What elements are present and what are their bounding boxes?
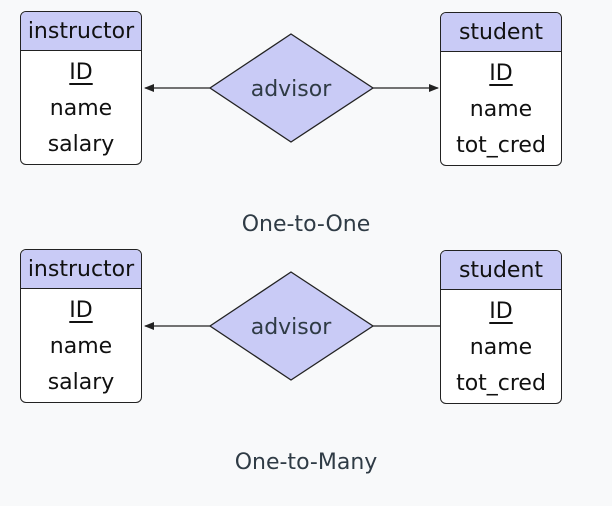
attribute: salary bbox=[47, 132, 115, 157]
entity-instructor-1: instructor ID name salary bbox=[20, 11, 142, 165]
attribute: tot_cred bbox=[456, 133, 546, 158]
attribute: name bbox=[49, 96, 113, 121]
entity-instructor-2: instructor ID name salary bbox=[20, 249, 142, 403]
attribute: name bbox=[469, 97, 533, 122]
entity-title-instructor-1: instructor bbox=[21, 12, 141, 51]
entity-title-student-1: student bbox=[441, 13, 561, 52]
attribute-primary-key: ID bbox=[489, 61, 513, 86]
attribute: salary bbox=[47, 370, 115, 395]
entity-student-2: student ID name tot_cred bbox=[440, 250, 562, 404]
relationship-label-advisor-1: advisor bbox=[251, 77, 333, 102]
entity-attributes-instructor-2: ID name salary bbox=[21, 289, 141, 402]
caption-one-to-one: One-to-One bbox=[241, 212, 371, 237]
relationship-diamond-advisor-2 bbox=[208, 271, 375, 381]
entity-attributes-student-2: ID name tot_cred bbox=[441, 290, 561, 403]
attribute-primary-key: ID bbox=[69, 60, 93, 85]
entity-title-student-2: student bbox=[441, 251, 561, 290]
entity-attributes-student-1: ID name tot_cred bbox=[441, 52, 561, 165]
entity-student-1: student ID name tot_cred bbox=[440, 12, 562, 166]
entity-attributes-instructor-1: ID name salary bbox=[21, 51, 141, 164]
attribute-primary-key: ID bbox=[489, 299, 513, 324]
caption-one-to-many: One-to-Many bbox=[234, 450, 378, 475]
attribute-primary-key: ID bbox=[69, 298, 93, 323]
relationship-diamond-advisor-1 bbox=[208, 33, 375, 143]
relationship-label-advisor-2: advisor bbox=[251, 315, 333, 340]
attribute: name bbox=[49, 334, 113, 359]
attribute: tot_cred bbox=[456, 371, 546, 396]
entity-title-instructor-2: instructor bbox=[21, 250, 141, 289]
attribute: name bbox=[469, 335, 533, 360]
